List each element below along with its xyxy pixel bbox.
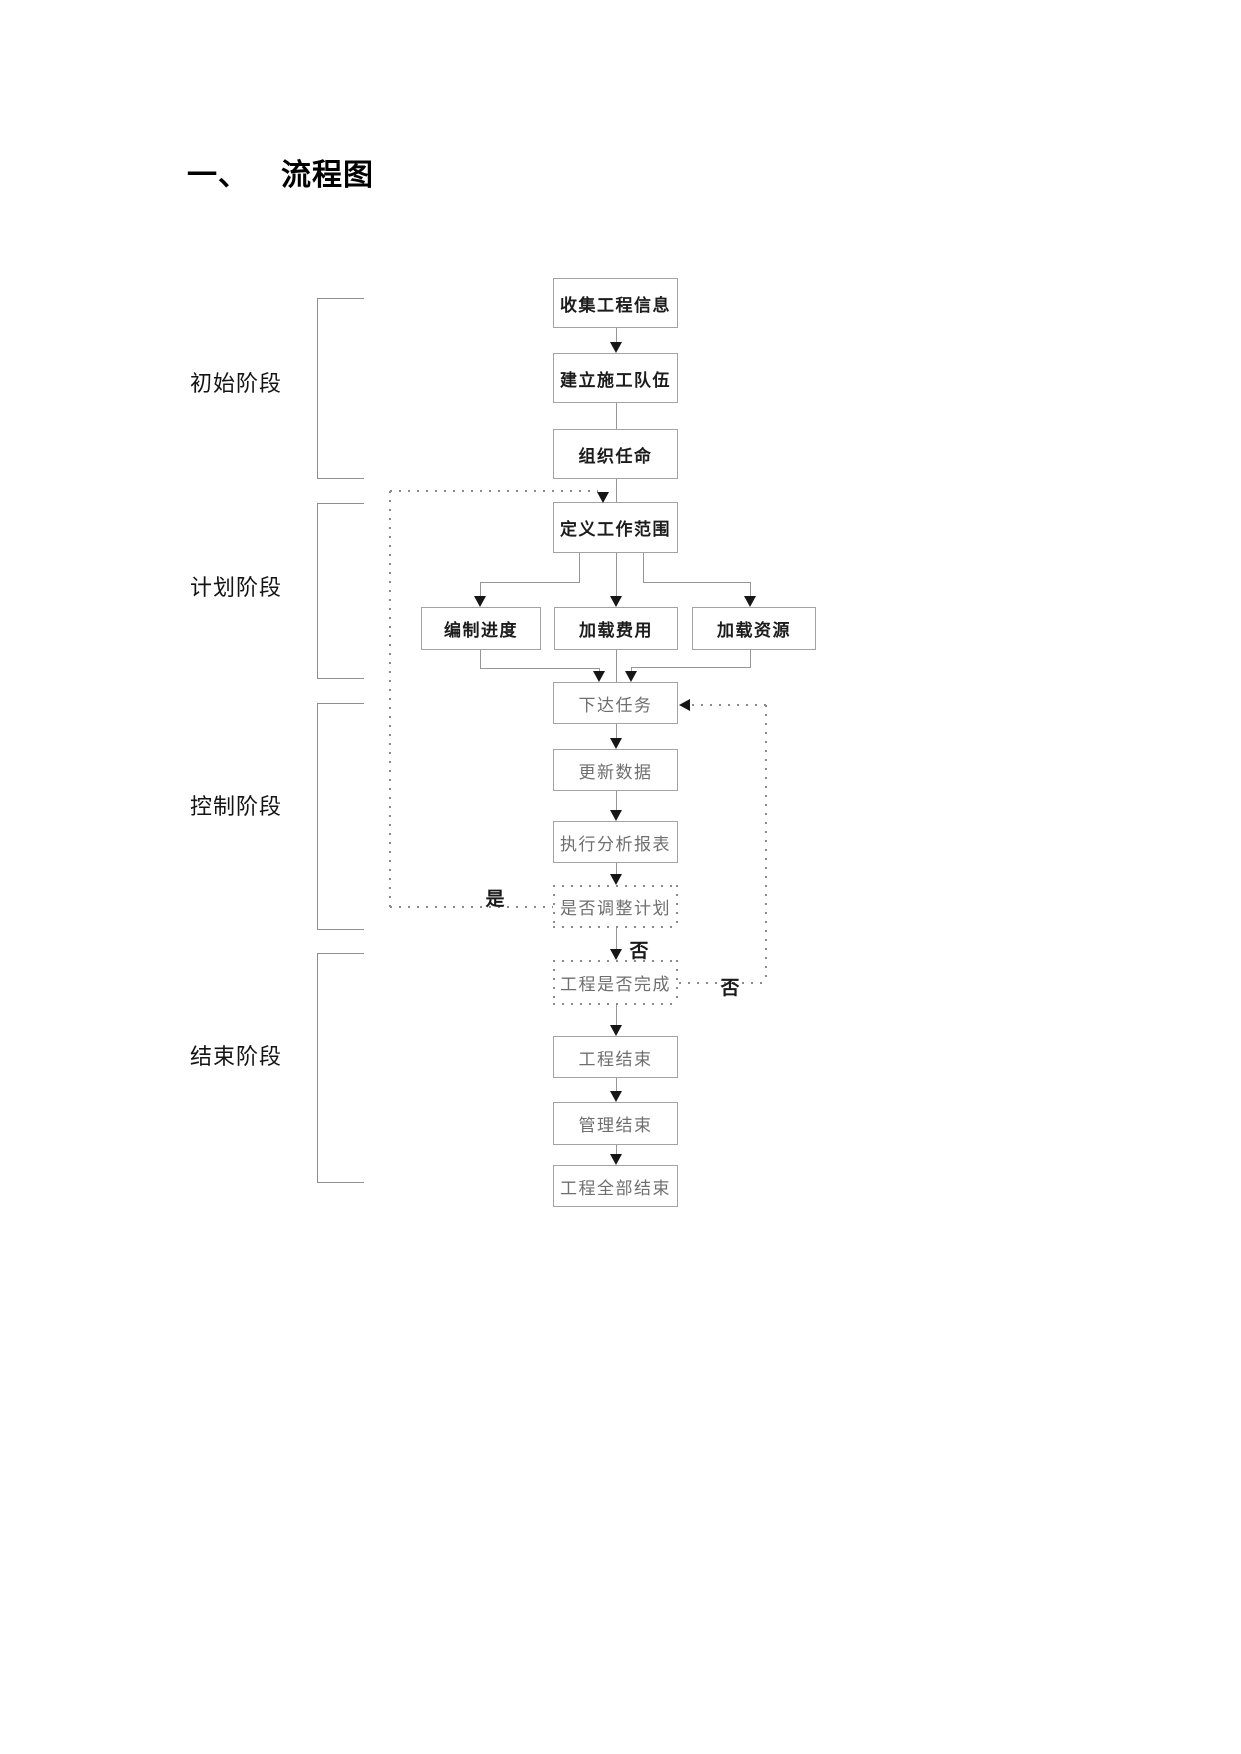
phase-label-ending: 结束阶段 <box>189 1044 282 1069</box>
dotted-feedback-yes-line <box>390 906 553 908</box>
node-issue-tasks: 下达任务 <box>553 682 678 724</box>
connector-line <box>750 650 751 667</box>
arrowhead-down-icon <box>610 596 622 607</box>
node-adjust-plan-decision: 是否调整计划 <box>553 885 678 928</box>
phase-label-control: 控制阶段 <box>189 794 282 819</box>
node-define-work-scope: 定义工作范围 <box>553 502 678 553</box>
connector-line <box>750 582 751 596</box>
connector-line <box>616 1145 617 1154</box>
arrowhead-down-icon <box>610 1154 622 1165</box>
node-project-all-end: 工程全部结束 <box>553 1165 678 1207</box>
phase-label-initial: 初始阶段 <box>189 371 282 396</box>
page-title: 一、流程图 <box>187 150 374 194</box>
node-project-end: 工程结束 <box>553 1036 678 1078</box>
phase-bracket-control <box>317 703 364 930</box>
connector-line <box>480 582 580 583</box>
node-compile-schedule: 编制进度 <box>421 607 541 650</box>
connector-line <box>616 1078 617 1091</box>
connector-line <box>616 1005 617 1025</box>
connector-line <box>579 553 580 582</box>
node-update-data: 更新数据 <box>553 749 678 791</box>
arrowhead-down-icon <box>610 874 622 885</box>
node-run-analysis-reports: 执行分析报表 <box>553 821 678 863</box>
node-load-resources: 加载资源 <box>692 607 816 650</box>
arrowhead-down-icon <box>593 671 605 682</box>
connector-line <box>643 582 751 583</box>
node-collect-project-info: 收集工程信息 <box>553 278 678 328</box>
branch-label-yes: 是 <box>485 889 505 910</box>
arrowhead-down-icon <box>474 596 486 607</box>
connector-line <box>616 650 617 682</box>
branch-label-no-adjust: 否 <box>629 941 649 962</box>
connector-line <box>616 553 617 596</box>
arrowhead-down-icon <box>610 342 622 353</box>
phase-bracket-initial <box>317 298 364 479</box>
arrowhead-down-icon <box>610 738 622 749</box>
dotted-feedback-no-line <box>765 705 767 983</box>
connector-line <box>616 724 617 738</box>
dotted-feedback-no-line <box>679 982 767 984</box>
arrowhead-down-icon <box>597 492 609 503</box>
arrowhead-left-icon <box>679 699 690 711</box>
arrowhead-down-icon <box>610 1091 622 1102</box>
dotted-feedback-yes-line <box>389 491 391 907</box>
connector-line <box>616 403 617 429</box>
connector-line <box>616 928 617 949</box>
dotted-feedback-yes-line <box>390 490 598 492</box>
connector-line <box>616 791 617 810</box>
connector-line <box>631 667 632 672</box>
node-build-construction-team: 建立施工队伍 <box>553 353 678 403</box>
dotted-feedback-no-line <box>692 704 766 706</box>
arrowhead-down-icon <box>625 671 637 682</box>
phase-label-planning: 计划阶段 <box>189 575 282 600</box>
title-text: 流程图 <box>281 159 374 192</box>
node-management-end: 管理结束 <box>553 1102 678 1145</box>
arrowhead-down-icon <box>744 596 756 607</box>
connector-line <box>616 479 617 502</box>
connector-line <box>480 582 481 596</box>
connector-line <box>480 668 600 669</box>
title-numbering: 一、 <box>187 159 249 192</box>
arrowhead-down-icon <box>610 949 622 960</box>
node-project-complete-decision: 工程是否完成 <box>553 960 678 1005</box>
connector-line <box>616 863 617 874</box>
node-organization-appointment: 组织任命 <box>553 429 678 479</box>
arrowhead-down-icon <box>610 810 622 821</box>
arrowhead-down-icon <box>610 1025 622 1036</box>
phase-bracket-planning <box>317 503 364 679</box>
connector-line <box>599 668 600 672</box>
connector-line <box>616 328 617 343</box>
connector-line <box>480 650 481 668</box>
branch-label-no-complete: 否 <box>720 978 740 999</box>
connector-line <box>631 667 751 668</box>
node-load-cost: 加载费用 <box>554 607 678 650</box>
phase-bracket-ending <box>317 953 364 1183</box>
connector-line <box>643 553 644 582</box>
